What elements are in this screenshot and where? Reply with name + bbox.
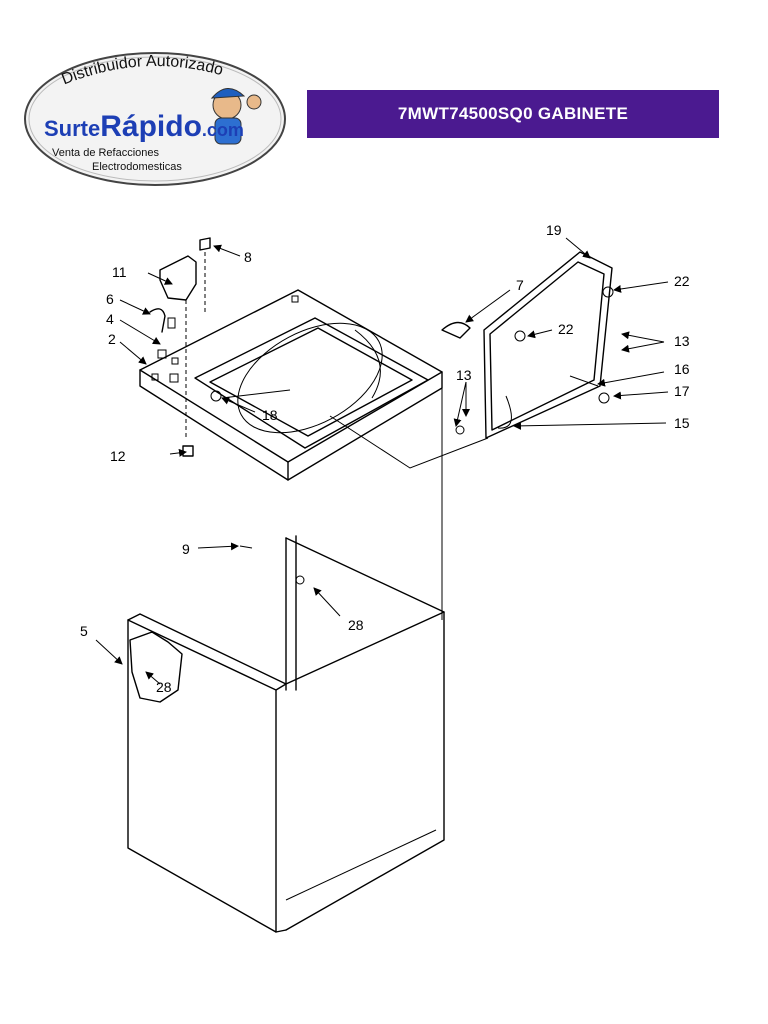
part-label-17: 17 <box>674 383 690 399</box>
part-label-6: 6 <box>106 291 114 307</box>
callouts: 11 6 4 2 8 12 18 7 19 22 22 13 16 17 15 … <box>80 222 690 695</box>
hinge-assembly <box>149 237 211 457</box>
part-label-12: 12 <box>110 448 126 464</box>
part-label-13-left: 13 <box>456 367 472 383</box>
part-label-19: 19 <box>546 222 562 238</box>
part-label-2: 2 <box>108 331 116 347</box>
part-label-4: 4 <box>106 311 114 327</box>
part-label-5: 5 <box>80 623 88 639</box>
distributor-logo: Distribuidor Autorizado SurteRápido.com … <box>24 52 286 186</box>
mascot-icon <box>210 88 262 145</box>
part-label-13-right: 13 <box>674 333 690 349</box>
logo-tagline-1: Venta de Refacciones <box>52 147 160 159</box>
lid-panel <box>441 251 614 439</box>
cabinet-top <box>139 289 443 481</box>
part-label-11: 11 <box>112 264 127 280</box>
part-label-8: 8 <box>244 249 252 265</box>
cabinet-body <box>127 535 445 933</box>
part-label-28-body: 28 <box>348 617 364 633</box>
part-label-15: 15 <box>674 415 690 431</box>
part-label-7: 7 <box>516 277 524 293</box>
part-label-16: 16 <box>674 361 690 377</box>
part-label-28-panel: 28 <box>156 679 172 695</box>
part-label-22-top: 22 <box>674 273 690 289</box>
part-label-9: 9 <box>182 541 190 557</box>
page-title-bar: 7MWT74500SQ0 GABINETE <box>307 90 719 138</box>
part-label-22-mid: 22 <box>558 321 574 337</box>
logo-tagline-2: Electrodomesticas <box>92 161 182 173</box>
logo-brand: SurteRápido.com <box>44 110 244 143</box>
part-label-18: 18 <box>262 407 278 423</box>
page-title: 7MWT74500SQ0 GABINETE <box>397 104 629 123</box>
